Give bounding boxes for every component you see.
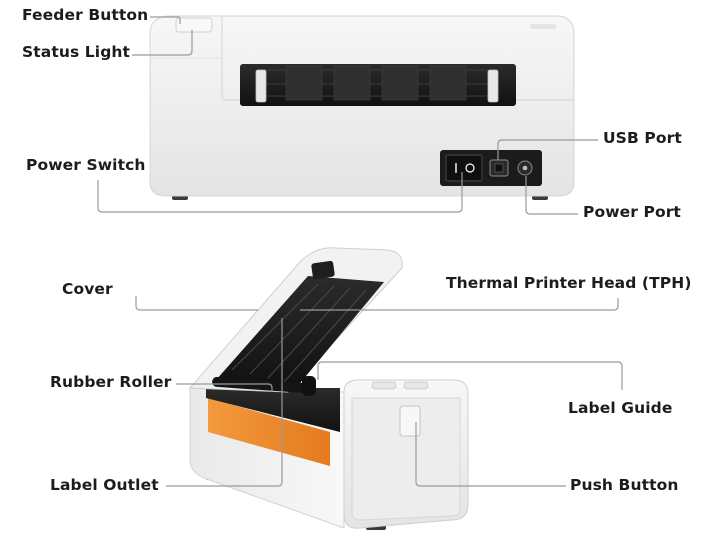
label-usb-port: USB Port — [603, 129, 682, 147]
leader-rubber-roller — [176, 383, 273, 392]
leader-lines — [97, 16, 623, 487]
power-switch-shape — [445, 154, 483, 182]
slot-guide-right — [487, 69, 499, 103]
leader-status-light — [132, 30, 193, 56]
push-button-shape — [399, 405, 421, 437]
orange-accent-strip — [208, 398, 330, 466]
label-guide-post — [302, 376, 316, 396]
label-label-guide: Label Guide — [568, 399, 673, 417]
cover-inner-mechanism — [216, 276, 384, 388]
leader-power-switch — [97, 172, 463, 213]
switch-off-mark — [465, 163, 475, 173]
leader-power-port — [525, 176, 578, 215]
leader-feeder-button — [150, 16, 181, 24]
leader-cover — [135, 296, 258, 311]
label-thermal-printer-head: Thermal Printer Head (TPH) — [446, 274, 692, 292]
label-rubber-roller: Rubber Roller — [50, 373, 172, 391]
rear-lid-seam — [221, 16, 574, 101]
label-feeder-button: Feeder Button — [22, 6, 149, 24]
leader-label-outlet — [166, 318, 283, 487]
leader-usb-port — [497, 139, 598, 160]
leader-push-button — [415, 422, 566, 487]
label-label-outlet: Label Outlet — [50, 476, 159, 494]
interior-cavity — [206, 388, 340, 432]
brand-mark — [530, 24, 556, 29]
leader-label-guide — [317, 361, 623, 390]
slot-guide-left — [255, 69, 267, 103]
rear-view-printer — [149, 15, 575, 200]
label-power-switch: Power Switch — [26, 156, 146, 174]
label-power-port: Power Port — [583, 203, 681, 221]
label-cover: Cover — [62, 280, 113, 298]
rubber-roller-shape — [212, 376, 310, 394]
label-status-light: Status Light — [22, 43, 131, 61]
leader-thermal-printer-head — [300, 298, 619, 311]
cover-latch — [311, 260, 335, 280]
label-push-button: Push Button — [570, 476, 679, 494]
open-view-printer — [188, 247, 469, 530]
feeder-button-shape — [175, 17, 213, 33]
